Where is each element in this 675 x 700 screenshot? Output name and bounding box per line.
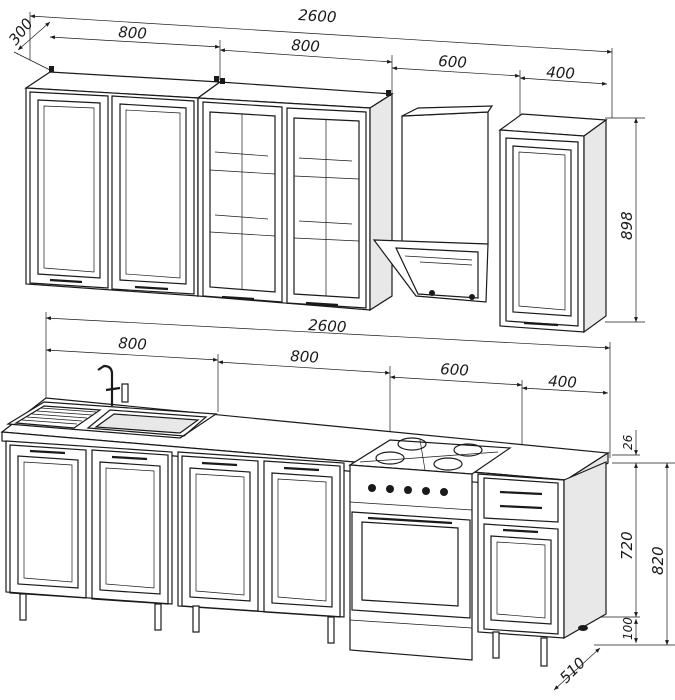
upper-total-dim: 2600 — [298, 6, 337, 26]
upper-width-2: 800 — [291, 36, 321, 56]
upper-height-dim: 898 — [618, 211, 636, 240]
range-hood — [372, 105, 494, 303]
lower-depth-dim: 510 — [556, 654, 589, 687]
upper-cabinet-4 — [498, 113, 608, 334]
lower-cabinet-1 — [5, 440, 173, 631]
lower-width-3: 600 — [440, 360, 470, 380]
upper-depth-dim: 300 — [5, 15, 37, 49]
gas-stove — [348, 437, 512, 661]
lower-cabinet-4 — [477, 461, 607, 667]
lower-cabinet-2 — [177, 451, 345, 644]
upper-dimensions: 2600 300 800 800 600 400 898 — [5, 6, 645, 323]
upper-cabinet-1 — [24, 66, 222, 298]
leg-height-dim: 100 — [621, 617, 635, 640]
sink — [6, 364, 218, 439]
lower-width-2: 800 — [290, 347, 320, 367]
total-height-dim: 820 — [649, 546, 667, 575]
upper-width-1: 800 — [118, 23, 148, 43]
lower-width-1: 800 — [118, 334, 148, 354]
countertop-dim: 26 — [621, 434, 635, 450]
upper-width-4: 400 — [546, 63, 576, 83]
body-height-dim: 720 — [618, 531, 636, 560]
lower-width-4: 400 — [548, 372, 578, 392]
upper-cabinet-2-glass — [196, 78, 394, 312]
lower-total-dim: 2600 — [308, 316, 347, 336]
upper-width-3: 600 — [438, 52, 468, 72]
